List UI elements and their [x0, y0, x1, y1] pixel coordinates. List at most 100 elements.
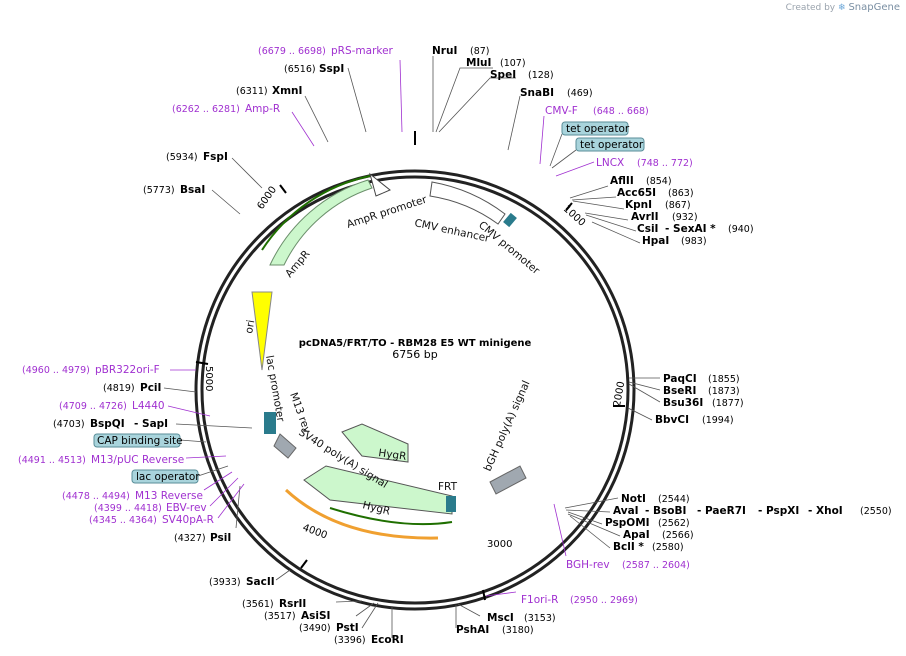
svg-text:(3396): (3396)	[334, 635, 366, 646]
svg-text:RsrII: RsrII	[279, 598, 306, 610]
svg-text:PspOMI: PspOMI	[605, 517, 650, 529]
svg-text:(1994): (1994)	[702, 415, 734, 426]
leader-l4440	[167, 405, 211, 417]
cmv-enhancer-arrow	[429, 181, 506, 225]
svg-text:PaqCI: PaqCI	[663, 373, 697, 385]
svg-text:(1877): (1877)	[712, 398, 744, 409]
svg-text:F1ori-R: F1ori-R	[521, 594, 558, 606]
leader-m13-puc-reverse	[185, 455, 227, 459]
leader-prs-marker	[399, 59, 403, 133]
primer-lncx: LNCX(748 .. 772)	[596, 157, 693, 169]
site-asisi: (3517)AsiSI	[264, 610, 330, 622]
svg-text:(2550): (2550)	[860, 506, 892, 517]
svg-text:PsiI: PsiI	[210, 532, 231, 544]
leader-pcii	[163, 387, 197, 393]
site-apai: ApaI(2566)	[623, 529, 694, 541]
svg-text:CsiI: CsiI	[637, 223, 658, 235]
svg-text:(3490): (3490)	[299, 623, 331, 634]
leader-ebv-rev	[209, 477, 239, 507]
backbone-outer	[194, 169, 636, 611]
cmv-promoter-marker	[503, 212, 517, 228]
svg-text:(6516): (6516)	[284, 64, 316, 75]
site-bbvci: BbvCI(1994)	[655, 414, 734, 426]
leader-pspomi	[567, 511, 603, 525]
svg-text:CMV-F: CMV-F	[545, 105, 578, 117]
svg-text:AflII: AflII	[610, 175, 634, 187]
svg-text:(6679 .. 6698): (6679 .. 6698)	[258, 46, 326, 57]
site-xmni: (6311)XmnI	[236, 85, 302, 97]
site-spei: SpeI(128)	[490, 69, 554, 81]
svg-text:- XhoI: - XhoI	[808, 505, 843, 517]
svg-text:SnaBI: SnaBI	[520, 87, 554, 99]
feature-label-m13-rev: M13 rev	[287, 391, 313, 435]
svg-text:(4709 .. 4726): (4709 .. 4726)	[59, 401, 127, 412]
svg-text:MscI: MscI	[487, 612, 514, 624]
svg-text:EcoRI: EcoRI	[371, 634, 404, 646]
leader-sv40pa-r	[217, 483, 245, 519]
svg-text:(863): (863)	[668, 188, 694, 199]
svg-text:(4399 .. 4418): (4399 .. 4418)	[94, 503, 162, 514]
site-fspi: (5934)FspI	[166, 151, 228, 163]
hygr-small-arrow	[341, 423, 409, 463]
tick-5000: 5000	[195, 361, 214, 391]
primer-amp-r: (6262 .. 6281)Amp-R	[172, 103, 280, 115]
leader-rsrii	[335, 600, 363, 603]
site-bsai: (5773)BsaI	[143, 184, 205, 196]
svg-text:SpeI: SpeI	[490, 69, 516, 81]
leader-amp-r	[291, 111, 315, 147]
leader-m13-reverse	[203, 471, 233, 491]
leader-snabi	[507, 95, 521, 151]
svg-text:PshAI: PshAI	[456, 624, 489, 636]
box-label-cap-binding-site: CAP binding site	[97, 435, 183, 447]
frt-marker	[446, 496, 456, 512]
site-mlui: MluI (107)	[466, 57, 526, 69]
svg-text:Acc65I: Acc65I	[617, 187, 656, 199]
primer-prs-marker: (6679 .. 6698) pRS-marker	[258, 45, 394, 57]
svg-text:(648 .. 668): (648 .. 668)	[593, 106, 649, 117]
site-kpni: KpnI(867)	[625, 199, 691, 211]
leader-asisi	[355, 602, 375, 617]
svg-text:(3561): (3561)	[242, 599, 274, 610]
svg-text:(5934): (5934)	[166, 152, 198, 163]
svg-text:PstI: PstI	[336, 622, 359, 634]
svg-text:(3517): (3517)	[264, 611, 296, 622]
site-aflii: AflII(854)	[610, 175, 672, 187]
svg-text:(4819): (4819)	[103, 383, 135, 394]
tick-1000: 1000	[561, 202, 587, 229]
svg-text:(2562): (2562)	[658, 518, 690, 529]
site-acc65i: Acc65I (863)	[617, 187, 694, 199]
svg-text:Amp-R: Amp-R	[245, 103, 280, 115]
leader-bgh-rev	[553, 503, 567, 557]
svg-text:(983): (983)	[681, 236, 707, 247]
box-tet-operator-2: tet operator	[551, 137, 645, 169]
svg-text:(4478 .. 4494): (4478 .. 4494)	[62, 491, 130, 502]
svg-text:pRS-marker: pRS-marker	[331, 45, 394, 57]
svg-text:EBV-rev: EBV-rev	[166, 502, 207, 514]
svg-text:NruI: NruI	[432, 45, 457, 57]
svg-text:- PaeR7I: - PaeR7I	[697, 505, 746, 517]
leader-psii	[235, 485, 241, 529]
box-label-tet-operator-1: tet operator	[566, 123, 630, 135]
site-rsrii: (3561) RsrII	[242, 598, 306, 610]
svg-text:MluI: MluI	[466, 57, 491, 69]
tick-3000: 3000	[482, 539, 512, 601]
site-psti: (3490) PstI	[299, 622, 359, 634]
svg-text:(107): (107)	[500, 58, 526, 69]
svg-text:BGH-rev: BGH-rev	[566, 559, 610, 571]
site-bcli: BclI *(2580)	[613, 541, 684, 553]
leader-msci	[457, 603, 481, 617]
svg-text:- PspXI: - PspXI	[758, 505, 799, 517]
svg-text:NotI: NotI	[621, 493, 646, 505]
feature-label-bgh-polya: bGH poly(A) signal	[482, 379, 533, 473]
svg-text:KpnI: KpnI	[625, 199, 652, 211]
site-noti: NotI(2544)	[621, 493, 690, 505]
svg-text:(1873): (1873)	[708, 386, 740, 397]
box-cap-binding-site: CAP binding site	[93, 433, 207, 448]
primer-sv40pa-r: (4345 .. 4364)SV40pA-R	[89, 514, 214, 526]
svg-text:HpaI: HpaI	[642, 235, 669, 247]
bgh-polya-box	[489, 465, 527, 495]
site-csii: CsiI- SexAI *(940)	[637, 223, 754, 235]
site-paqci: PaqCI(1855)	[663, 373, 740, 385]
feature-label-ori: ori	[243, 319, 257, 335]
svg-text:(3933): (3933)	[209, 577, 241, 588]
